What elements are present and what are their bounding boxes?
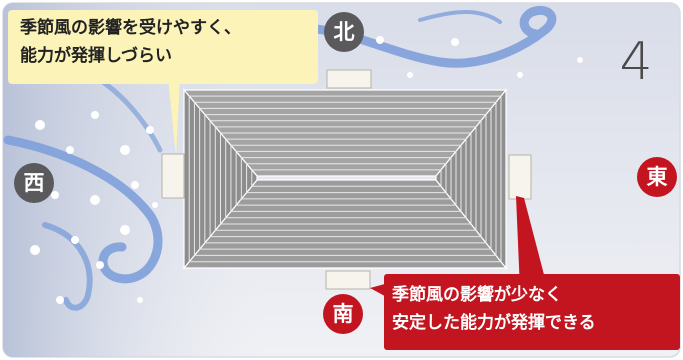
- roof-tile-line: [209, 120, 482, 238]
- sheltered-callout-text: 季節風の影響が少なく 安定した能力が発揮できる: [384, 281, 683, 337]
- sheltered-callout-pointer: [516, 196, 548, 290]
- wind-ribbon-left-upper: [97, 77, 163, 153]
- roof-tile-line: [240, 157, 452, 200]
- snowflakes: [17, 36, 583, 304]
- wind-ribbon-top: [300, 6, 557, 68]
- roof-tile-line: [225, 138, 467, 219]
- exposed-callout-text: 季節風の影響を受けやすく、 能力が発揮しづらい: [12, 14, 328, 70]
- compass-west: 西: [14, 163, 54, 203]
- exposed-callout-line-1: 季節風の影響を受けやすく、: [20, 18, 241, 38]
- compass-east: 東: [637, 157, 677, 197]
- east-window: [508, 154, 532, 200]
- roof-tile-line: [246, 163, 447, 194]
- exposed-callout-line-2: 能力が発揮しづらい: [20, 46, 172, 66]
- compass-south: 南: [323, 294, 363, 334]
- roof-tile-line: [251, 169, 442, 187]
- roof-tile-line: [230, 144, 462, 212]
- compass-north: 北: [324, 12, 364, 52]
- sheltered-callout-line-2: 安定した能力が発揮できる: [392, 313, 596, 333]
- roof-tile-line: [188, 95, 502, 263]
- roof-tile-line: [235, 150, 457, 206]
- exposed-callout-pointer: [168, 78, 180, 156]
- sheltered-callout-box: [384, 274, 680, 350]
- window-panels: [161, 69, 532, 290]
- roof-tile-line: [199, 107, 492, 250]
- wind-ribbon-left-lower: [42, 222, 93, 311]
- roof-tile-line: [193, 101, 497, 256]
- step-number: 4: [619, 32, 653, 92]
- roof-lines: [188, 95, 502, 263]
- exposed-callout-box: [8, 10, 318, 84]
- west-window: [161, 153, 185, 199]
- sheltered-callout-line-1: 季節風の影響が少なく: [392, 285, 562, 305]
- wind-ribbon-top-thin: [418, 10, 502, 24]
- south-window: [325, 270, 371, 290]
- north-window: [326, 69, 372, 89]
- roof-tile-line: [204, 114, 487, 244]
- roof-tile-line: [220, 132, 472, 225]
- roof-tile-line: [214, 126, 477, 231]
